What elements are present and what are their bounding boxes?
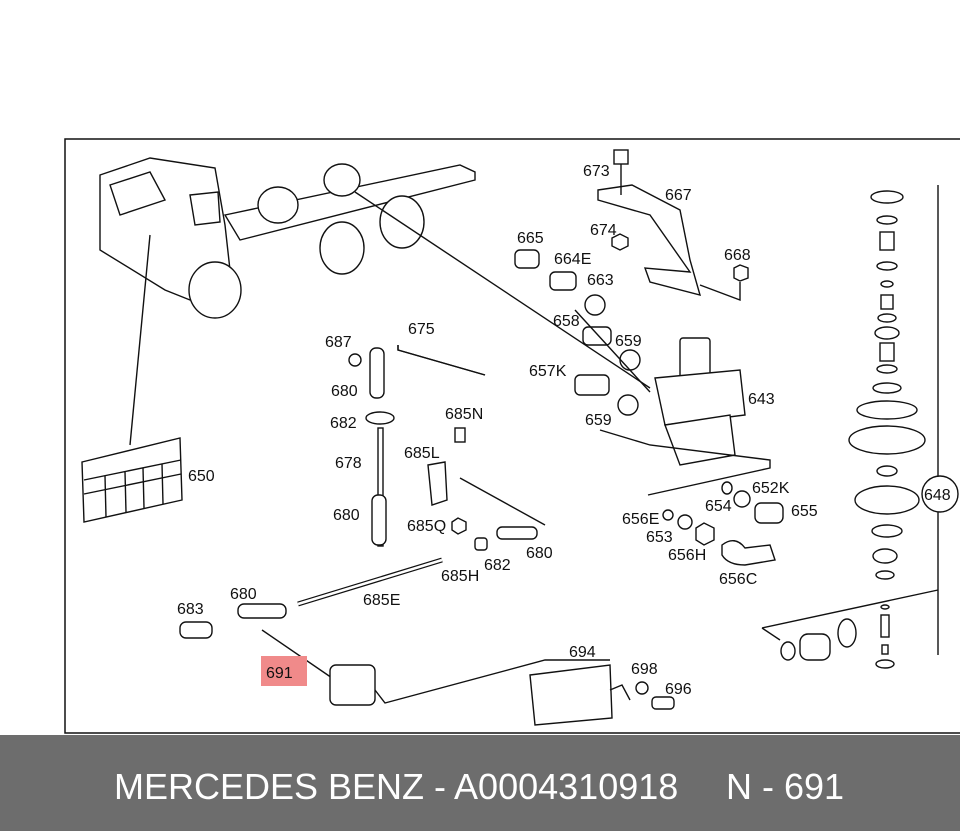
callout: 652K [752,480,790,497]
callout: 648 [924,487,951,504]
callout: 665 [517,230,544,247]
linkage-parts [179,345,675,726]
callout: 685H [441,568,479,585]
position-label: N - 691 [726,766,845,807]
callout: 657K [529,363,567,380]
valve-kit-stack [761,185,959,669]
callout: 656E [622,511,659,528]
callout: 694 [569,644,596,661]
callout: 653 [646,529,673,546]
callout: 664E [554,251,591,268]
callout: 696 [665,681,692,698]
callout: 680 [230,586,257,603]
parts-diagram: 673 667 674 665 664E 668 663 658 659 675… [64,138,960,734]
callout: 654 [705,498,732,515]
callout: 656H [668,547,706,564]
label-plate [81,437,183,523]
callout: 675 [408,321,435,338]
callout-highlighted: 691 [266,665,293,682]
callout: 659 [585,412,612,429]
callout: 680 [526,545,553,562]
callout: 656C [719,571,757,588]
highlight-691 [261,656,307,686]
valve-assembly [514,149,784,566]
footer-bar: MERCEDES BENZ - A0004310918 N - 691 [0,735,960,831]
callout: 678 [335,455,362,472]
callout: 680 [333,507,360,524]
callout: 683 [177,601,204,618]
callout: 667 [665,187,692,204]
callout: 643 [748,391,775,408]
callout: 668 [724,247,751,264]
callout: 687 [325,334,352,351]
callout: 685Q [407,518,446,535]
callout: 698 [631,661,658,678]
callout: 685N [445,406,483,423]
callout: 650 [188,468,215,485]
callout: 682 [484,557,511,574]
callout: 685L [404,445,440,462]
callout: 685E [363,592,400,609]
callout-circle-648 [921,475,959,513]
truck-illustration [99,157,651,446]
callout: 655 [791,503,818,520]
callout: 659 [615,333,642,350]
callout: 658 [553,313,580,330]
callout: 680 [331,383,358,400]
callout: 674 [590,222,617,239]
callout-labels: 673 667 674 665 664E 668 663 658 659 675… [177,163,951,698]
part-title: MERCEDES BENZ - A0004310918 [114,766,679,807]
callout: 682 [330,415,357,432]
callout: 663 [587,272,614,289]
callout: 673 [583,163,610,180]
